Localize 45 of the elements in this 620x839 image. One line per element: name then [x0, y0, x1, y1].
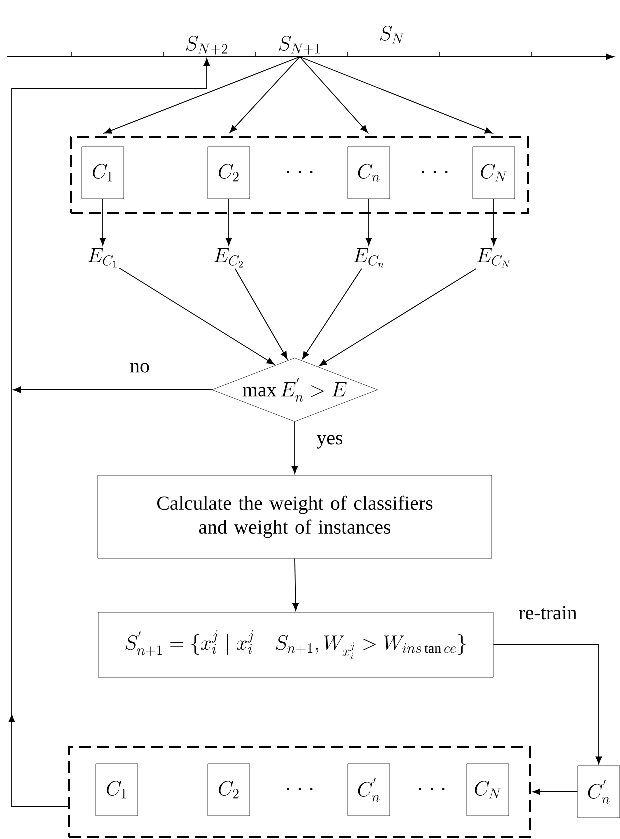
arrow	[226, 198, 232, 246]
classifier-box: $C_1$	[96, 764, 138, 816]
error-label: $E_{C_N}$	[477, 248, 510, 268]
arrow	[490, 198, 498, 246]
edge-label: yes	[316, 434, 344, 450]
error-label: $E_{C_1}$	[88, 248, 117, 268]
arrow	[319, 268, 477, 366]
arrow	[302, 268, 362, 360]
axis-label: $S_N$	[380, 26, 404, 44]
arrow	[493, 644, 602, 764]
arrow	[234, 268, 288, 360]
classifier-box: $C_n$	[348, 146, 390, 200]
ellipsis: · · ·	[419, 788, 445, 790]
axis-label: $S_{N+1}$	[279, 36, 320, 55]
arrow	[119, 268, 275, 365]
classifier-box: $C_N$	[472, 146, 516, 200]
arrow	[300, 56, 368, 134]
ellipsis: · · ·	[422, 171, 448, 174]
arrow	[366, 198, 372, 246]
ellipsis: · · ·	[287, 788, 313, 790]
process-box: Calculate the weight of classifiers and weight of instances	[98, 475, 492, 559]
arrow	[292, 558, 299, 611]
arrow	[104, 56, 300, 134]
ellipsis: · · ·	[287, 171, 313, 174]
classifier-box: $C_N$	[466, 764, 510, 816]
classifier-box: $C_n^{'}$	[348, 764, 390, 816]
arrow	[8, 58, 210, 808]
dashed-group-box	[70, 136, 530, 214]
classifier-box: $C_1$	[82, 146, 124, 200]
classifier-box: $C_2$	[208, 146, 250, 200]
arrow	[532, 788, 578, 796]
error-label: $E_{C_n}$	[354, 248, 384, 268]
arrow	[13, 386, 212, 394]
formula-box: $S_{n+1}^{'} = \{x_i^j \mid x_i^j \quad S_{n+1}, W_{x_i^j} > W_{ins\tan ce}\}$	[98, 612, 494, 678]
arrow	[100, 198, 106, 246]
dashed-group-box	[68, 746, 532, 838]
edge-label: re-train	[518, 605, 578, 621]
arrow	[300, 56, 493, 134]
classifier-box: $C_2$	[208, 764, 250, 816]
classifier-box: $C_n^{'}$	[578, 766, 620, 818]
error-label: $E_{C_2}$	[214, 248, 243, 268]
axis-label: $S_{N+2}$	[186, 36, 228, 55]
arrow	[292, 422, 298, 474]
edge-label: no	[129, 362, 151, 374]
arrow	[230, 56, 300, 134]
